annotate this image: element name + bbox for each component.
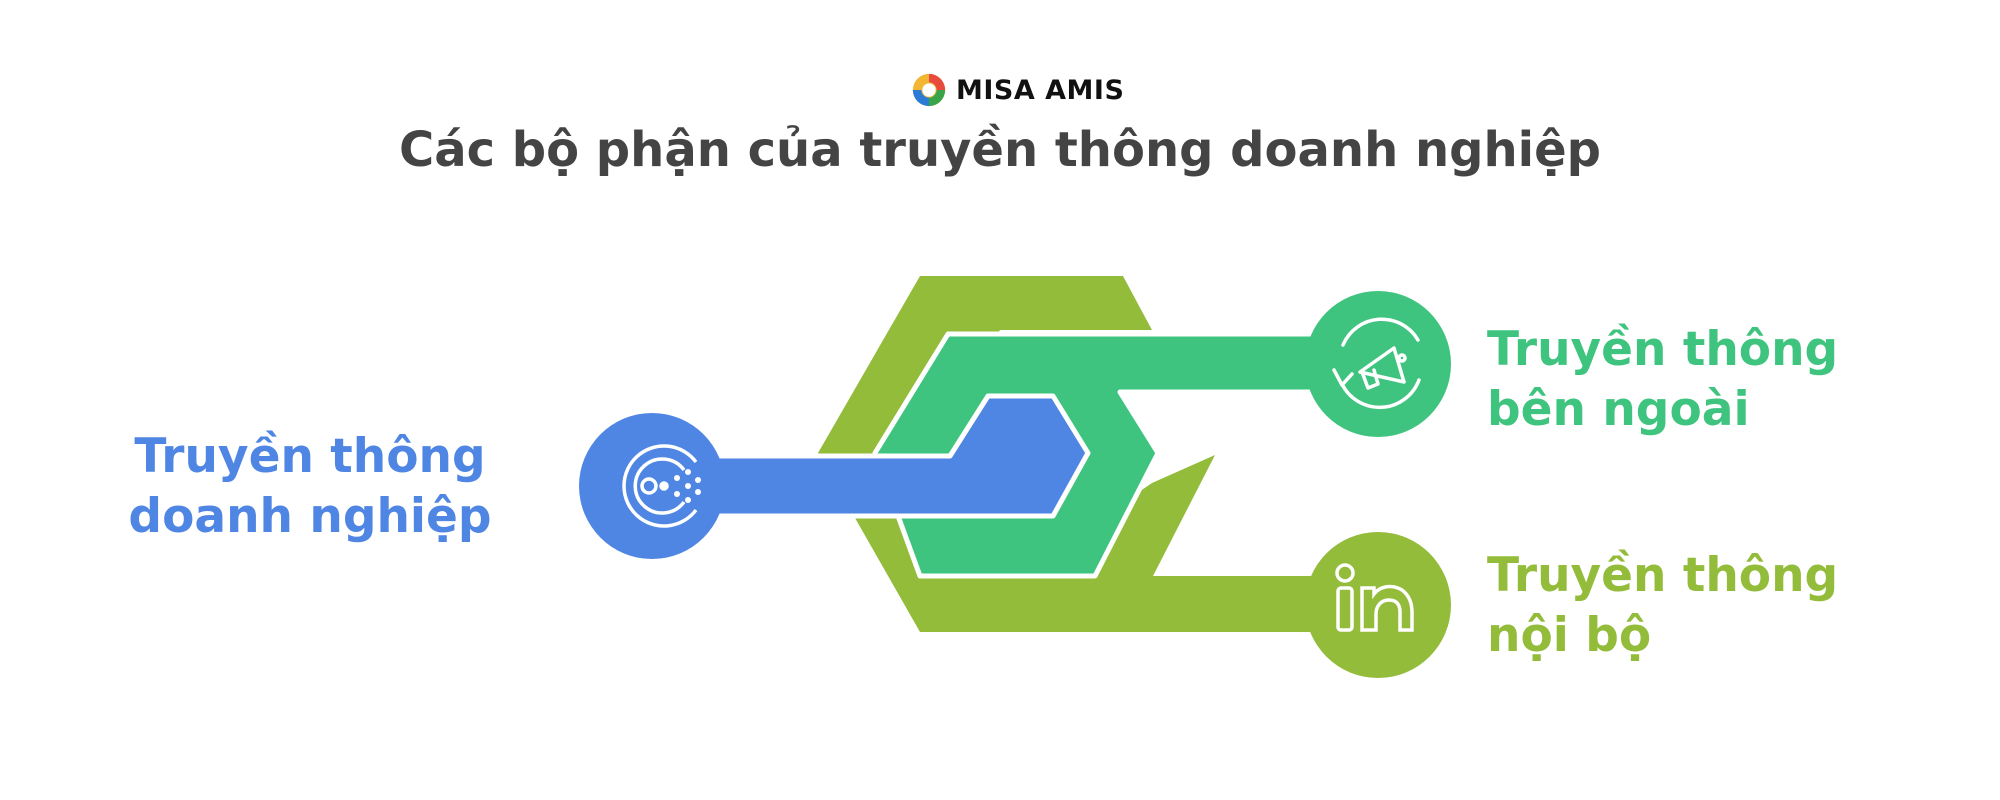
external-node-circle (1305, 291, 1451, 437)
page-title: Các bộ phận của truyền thông doanh nghiệ… (398, 122, 1602, 178)
corporate-communication-icon (622, 444, 701, 528)
internal-node-label-line1: Truyền thông (1487, 548, 1839, 603)
megaphone-refresh-icon (1332, 317, 1421, 410)
internal-branch-connector (1140, 576, 1330, 632)
brand-logo: MISA AMIS (910, 68, 1124, 112)
main-node-label: Truyền thông doanh nghiệp (100, 427, 520, 547)
misa-logo-icon (912, 73, 946, 107)
external-node-label-line2: bên ngoài (1487, 382, 1750, 437)
external-node-label: Truyền thông bên ngoài (1487, 320, 1838, 440)
main-node-label-line2: doanh nghiệp (128, 489, 492, 544)
internal-node-label: Truyền thông nội bộ (1487, 546, 1838, 666)
internal-node-label-line2: nội bộ (1487, 608, 1652, 663)
brand-name: MISA AMIS (956, 74, 1125, 106)
main-node-circle (579, 413, 725, 559)
main-node-label-line1: Truyền thông (134, 429, 486, 484)
linkedin-in-icon (1335, 563, 1414, 632)
external-node-label-line1: Truyền thông (1487, 322, 1839, 377)
